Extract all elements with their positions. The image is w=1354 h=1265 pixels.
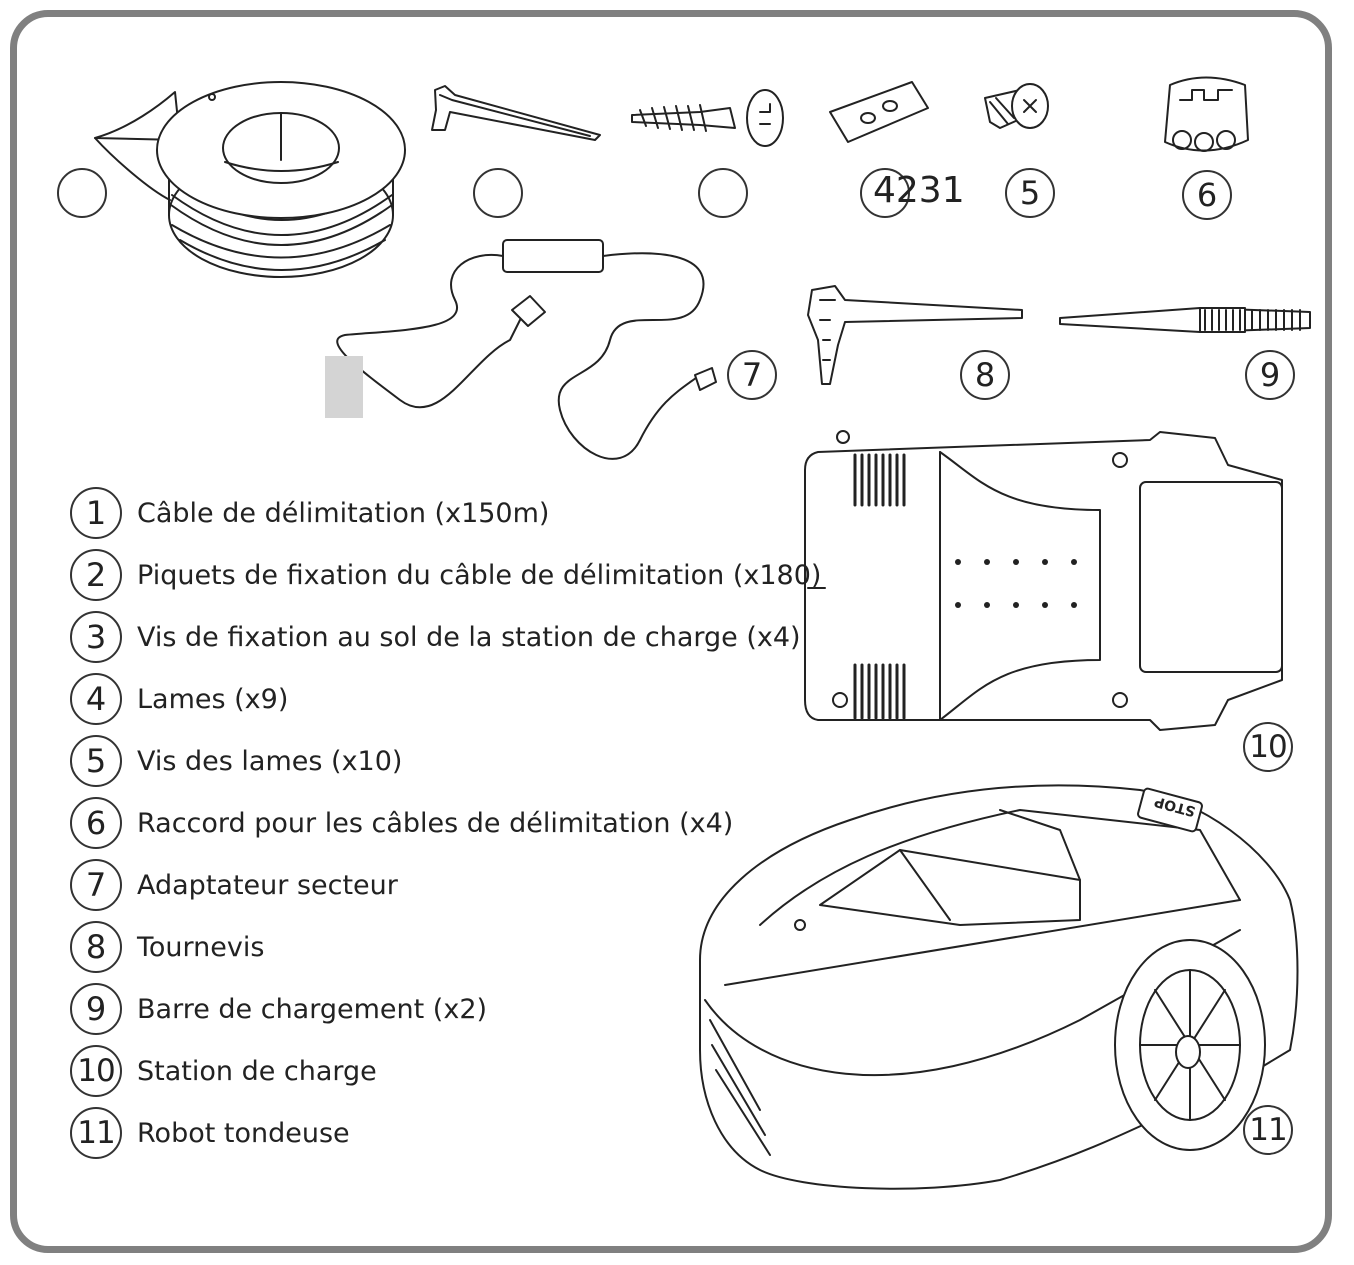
charging-bar-illustration: [1059, 307, 1311, 333]
legend-item: 9 Barre de chargement (x2): [70, 978, 830, 1040]
legend-item: 8 Tournevis: [70, 916, 830, 978]
legend-item: 5 Vis des lames (x10): [70, 730, 830, 792]
legend-item: 7 Adaptateur secteur: [70, 854, 830, 916]
legend-label: Câble de délimitation (x150m): [137, 497, 550, 529]
legend-label: Raccord pour les câbles de délimitation …: [137, 807, 734, 839]
blade-screw-illustration: [984, 83, 1049, 129]
marker-station: 10: [1243, 722, 1293, 772]
robot-mower-illustration: [699, 784, 1299, 1190]
parts-legend: 1 Câble de délimitation (x150m) 2 Piquet…: [70, 482, 830, 1164]
legend-number: 11: [70, 1107, 122, 1159]
stake-illustration: [431, 85, 601, 141]
legend-number: 3: [70, 611, 122, 663]
cable-spool-illustration: [94, 81, 406, 278]
legend-number: 8: [70, 921, 122, 973]
legend-label: Vis de fixation au sol de la station de …: [137, 621, 801, 653]
marker-blade: [860, 168, 910, 218]
legend-item: 1 Câble de délimitation (x150m): [70, 482, 830, 544]
marker-connector: 6: [1182, 170, 1232, 220]
legend-label: Adaptateur secteur: [137, 869, 398, 901]
legend-item: 6 Raccord pour les câbles de délimitatio…: [70, 792, 830, 854]
legend-item: 11 Robot tondeuse: [70, 1102, 830, 1164]
marker-screwdriver: 8: [960, 350, 1010, 400]
legend-number: 1: [70, 487, 122, 539]
legend-label: Barre de chargement (x2): [137, 993, 488, 1025]
legend-number: 9: [70, 983, 122, 1035]
legend-number: 6: [70, 797, 122, 849]
legend-number: 7: [70, 859, 122, 911]
legend-item: 3 Vis de fixation au sol de la station d…: [70, 606, 830, 668]
legend-item: 10 Station de charge: [70, 1040, 830, 1102]
marker-power-adapter: 7: [727, 350, 777, 400]
legend-label: Piquets de fixation du câble de délimita…: [137, 559, 822, 591]
marker-robot: 11: [1243, 1105, 1293, 1155]
marker-blade-screw: 5: [1005, 168, 1055, 218]
blade-illustration: [829, 81, 929, 143]
legend-number: 10: [70, 1045, 122, 1097]
marker-charging-bar: 9: [1245, 350, 1295, 400]
connector-illustration: [1164, 76, 1249, 152]
legend-item: 2 Piquets de fixation du câble de délimi…: [70, 544, 830, 606]
legend-label: Tournevis: [137, 931, 265, 963]
marker-stake: [473, 168, 523, 218]
legend-number: 5: [70, 735, 122, 787]
grey-placeholder-block: [325, 356, 363, 418]
legend-item: 4 Lames (x9): [70, 668, 830, 730]
legend-label: Robot tondeuse: [137, 1117, 350, 1149]
legend-label: Lames (x9): [137, 683, 289, 715]
power-adapter-illustration: [336, 239, 717, 460]
legend-label: Vis des lames (x10): [137, 745, 403, 777]
legend-number: 4: [70, 673, 122, 725]
marker-ground-screw: [698, 168, 748, 218]
overlay-number-text: 4231: [873, 170, 965, 211]
legend-label: Station de charge: [137, 1055, 377, 1087]
legend-number: 2: [70, 549, 122, 601]
ground-screw-illustration: [631, 89, 784, 147]
charging-station-illustration: [804, 430, 1283, 731]
screwdriver-illustration: [807, 285, 1023, 385]
marker-cable-spool: [57, 168, 107, 218]
